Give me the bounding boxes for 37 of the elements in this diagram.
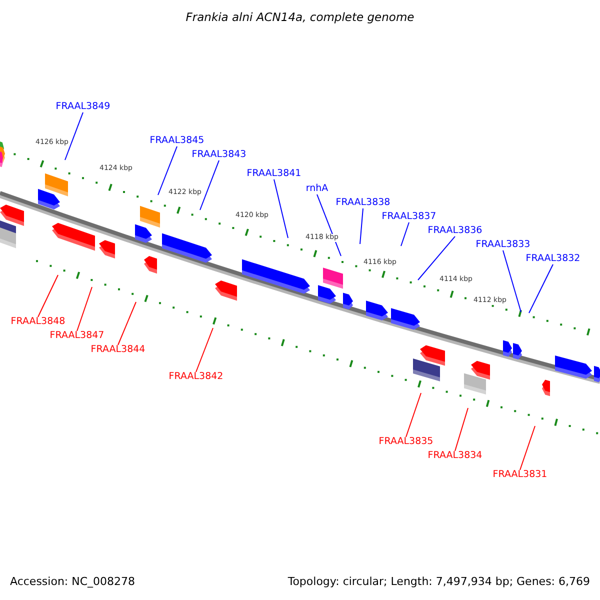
leader-line: [360, 208, 364, 244]
gene-label: FRAAL3832: [526, 253, 580, 264]
leader-line: [502, 250, 522, 312]
diagram-title: Frankia alni ACN14a, complete genome: [184, 11, 416, 24]
leader-line: [200, 160, 220, 210]
gene-label: FRAAL3849: [56, 101, 110, 112]
gene-label: FRAAL3842: [168, 371, 224, 382]
gene-label: FRAAL3831: [492, 469, 548, 480]
gene-label: FRAAL3845: [150, 135, 204, 146]
gene-label: FRAAL3834: [428, 450, 482, 461]
leader-line: [528, 264, 554, 314]
genome-info-text: Topology: circular; Length: 7,497,934 bp; Genes: 6,769: [288, 576, 590, 588]
gene-label: FRAAL3848: [10, 316, 66, 327]
gene-label: FRAAL3847: [50, 330, 104, 341]
leader-line: [158, 146, 178, 196]
leader-line: [406, 392, 422, 438]
gene-label: rnhA: [306, 183, 328, 194]
leader-line: [520, 426, 536, 470]
leader-line: [316, 194, 342, 256]
gene-label: FRAAL3837: [382, 211, 436, 222]
gene-label: FRAAL3841: [246, 168, 302, 179]
leader-line: [400, 222, 410, 246]
leader-line: [274, 178, 288, 238]
leader-line: [64, 112, 84, 160]
gene-label: FRAAL3836: [428, 225, 482, 236]
leader-line: [76, 286, 92, 332]
accession-text: Accession: NC_008278: [10, 576, 136, 588]
gene-label: FRAAL3835: [378, 436, 434, 447]
gene-label: FRAAL3833: [476, 239, 530, 250]
leader-line: [118, 302, 136, 346]
leader-line: [454, 408, 468, 452]
leader-line: [196, 328, 214, 372]
gene-label: FRAAL3843: [192, 149, 246, 160]
leader-line: [418, 236, 456, 280]
gene-label: FRAAL3838: [336, 197, 390, 208]
gene-label: FRAAL3844: [90, 344, 146, 355]
leader-line: [38, 274, 58, 318]
